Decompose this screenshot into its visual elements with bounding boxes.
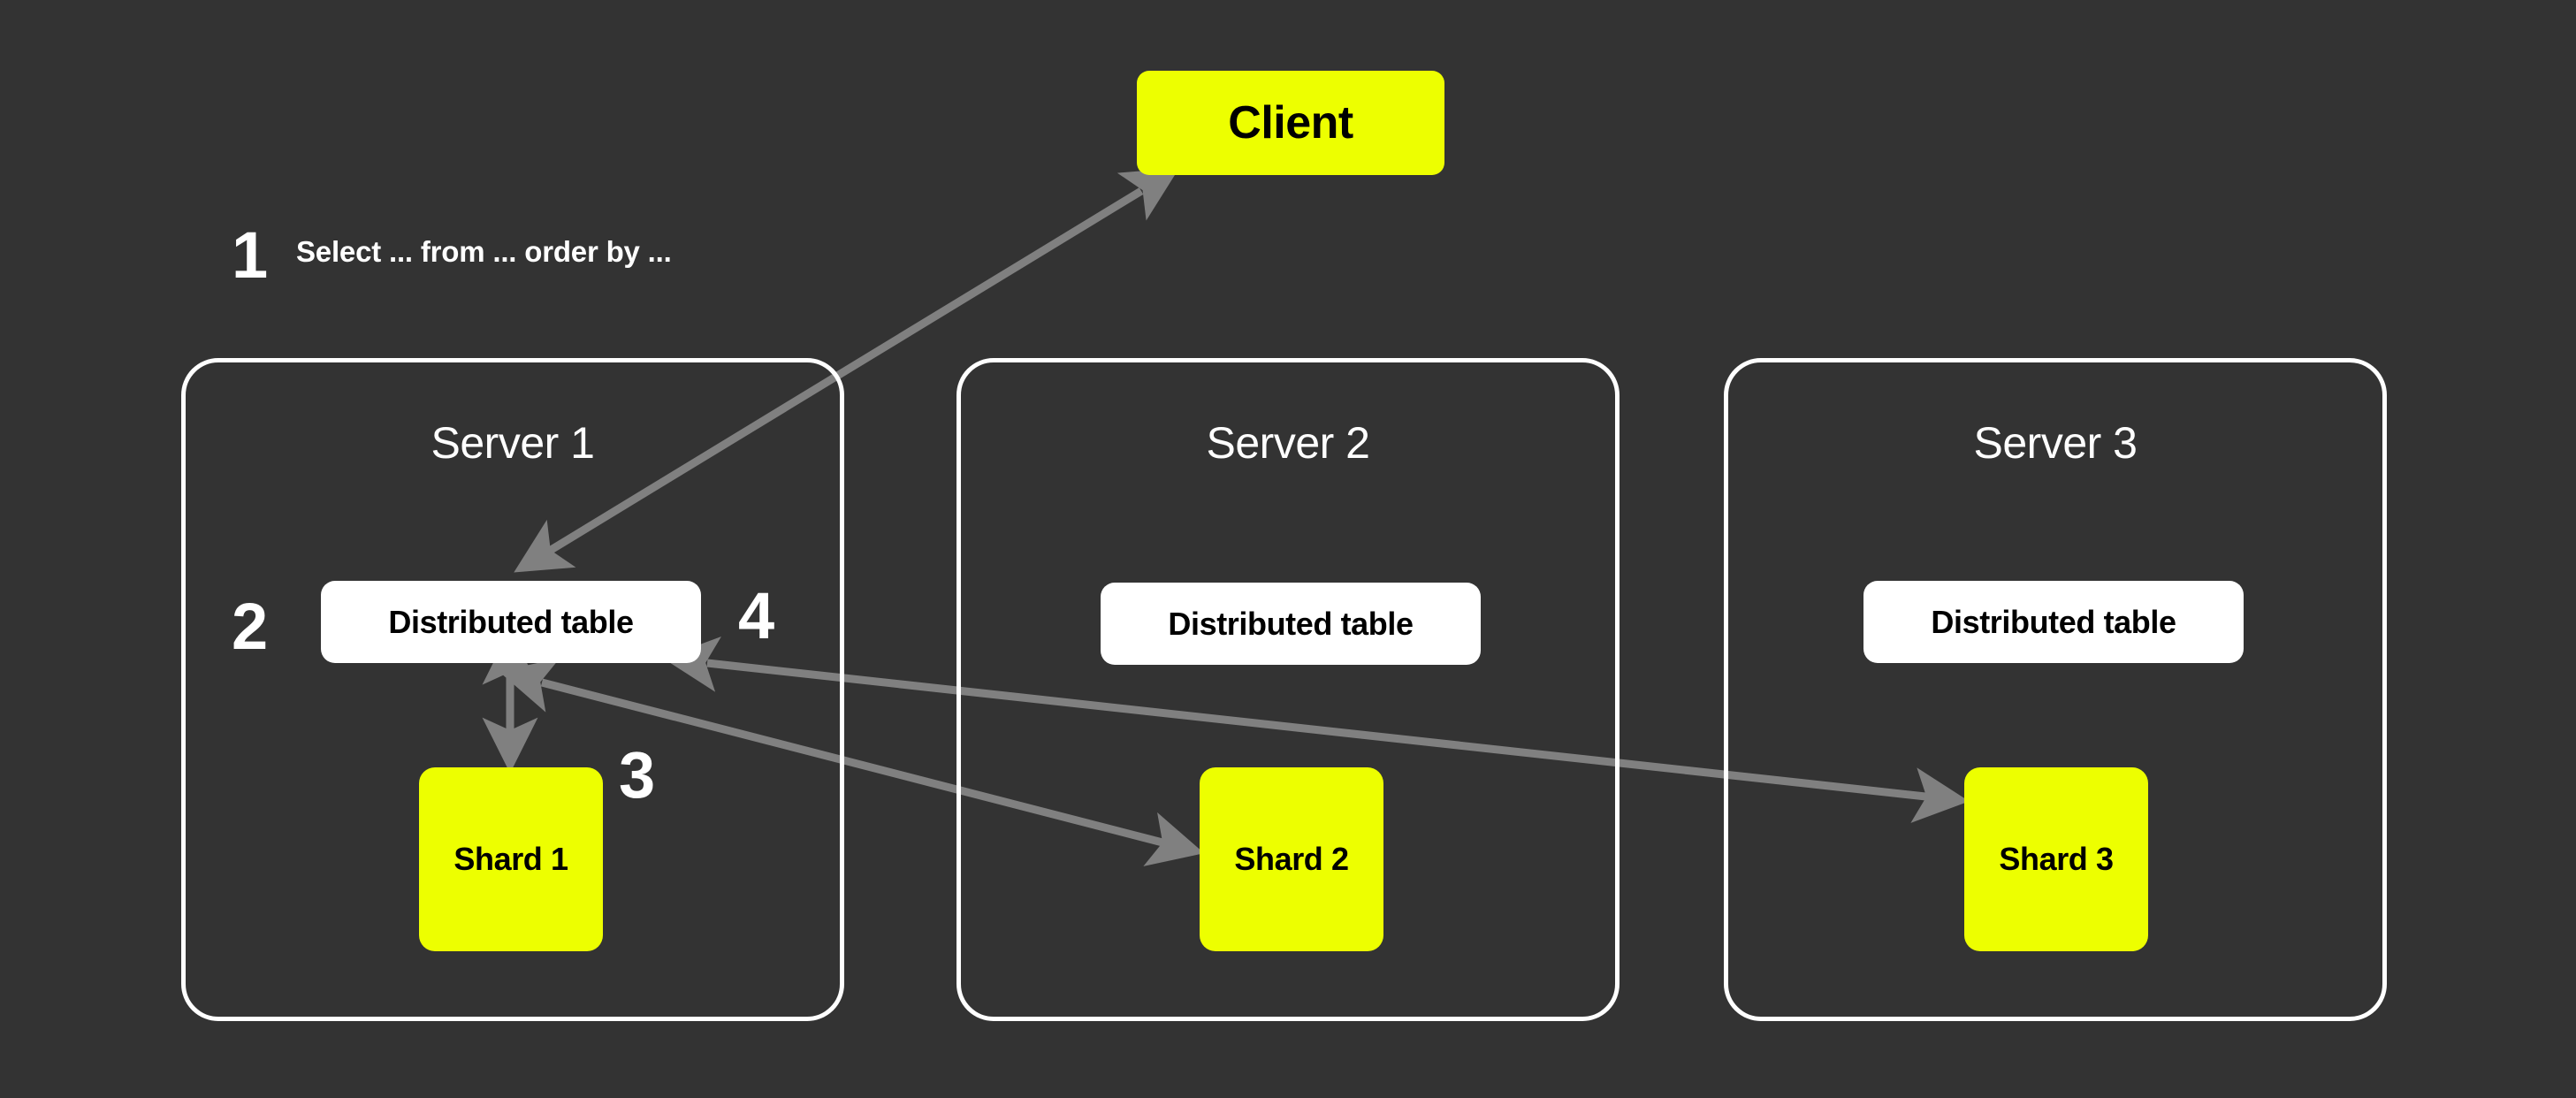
step-number-3: 3 bbox=[619, 738, 656, 812]
client-node[interactable]: Client bbox=[1137, 71, 1444, 175]
server-title-3: Server 3 bbox=[1973, 418, 2138, 468]
distributed-table-1[interactable]: Distributed table bbox=[321, 581, 701, 663]
client-label: Client bbox=[1228, 97, 1353, 149]
step-number-2: 2 bbox=[232, 590, 269, 663]
shard-box-1[interactable]: Shard 1 bbox=[419, 767, 603, 951]
distributed-table-label-2: Distributed table bbox=[1168, 605, 1414, 642]
query-text: Select ... from ... order by ... bbox=[296, 235, 672, 268]
shard-box-2[interactable]: Shard 2 bbox=[1200, 767, 1383, 951]
distributed-table-3[interactable]: Distributed table bbox=[1863, 581, 2244, 663]
distributed-table-label-1: Distributed table bbox=[388, 603, 634, 640]
shard-label-3: Shard 3 bbox=[1999, 841, 2114, 877]
distributed-table-2[interactable]: Distributed table bbox=[1101, 583, 1481, 665]
step-number-1: 1 bbox=[232, 218, 269, 292]
step-number-4: 4 bbox=[738, 579, 775, 652]
server-title-2: Server 2 bbox=[1206, 418, 1370, 468]
server-title-1: Server 1 bbox=[431, 418, 595, 468]
distributed-table-label-3: Distributed table bbox=[1931, 603, 2176, 640]
shard-label-1: Shard 1 bbox=[453, 841, 568, 877]
shard-label-2: Shard 2 bbox=[1234, 841, 1349, 877]
shard-box-3[interactable]: Shard 3 bbox=[1964, 767, 2148, 951]
